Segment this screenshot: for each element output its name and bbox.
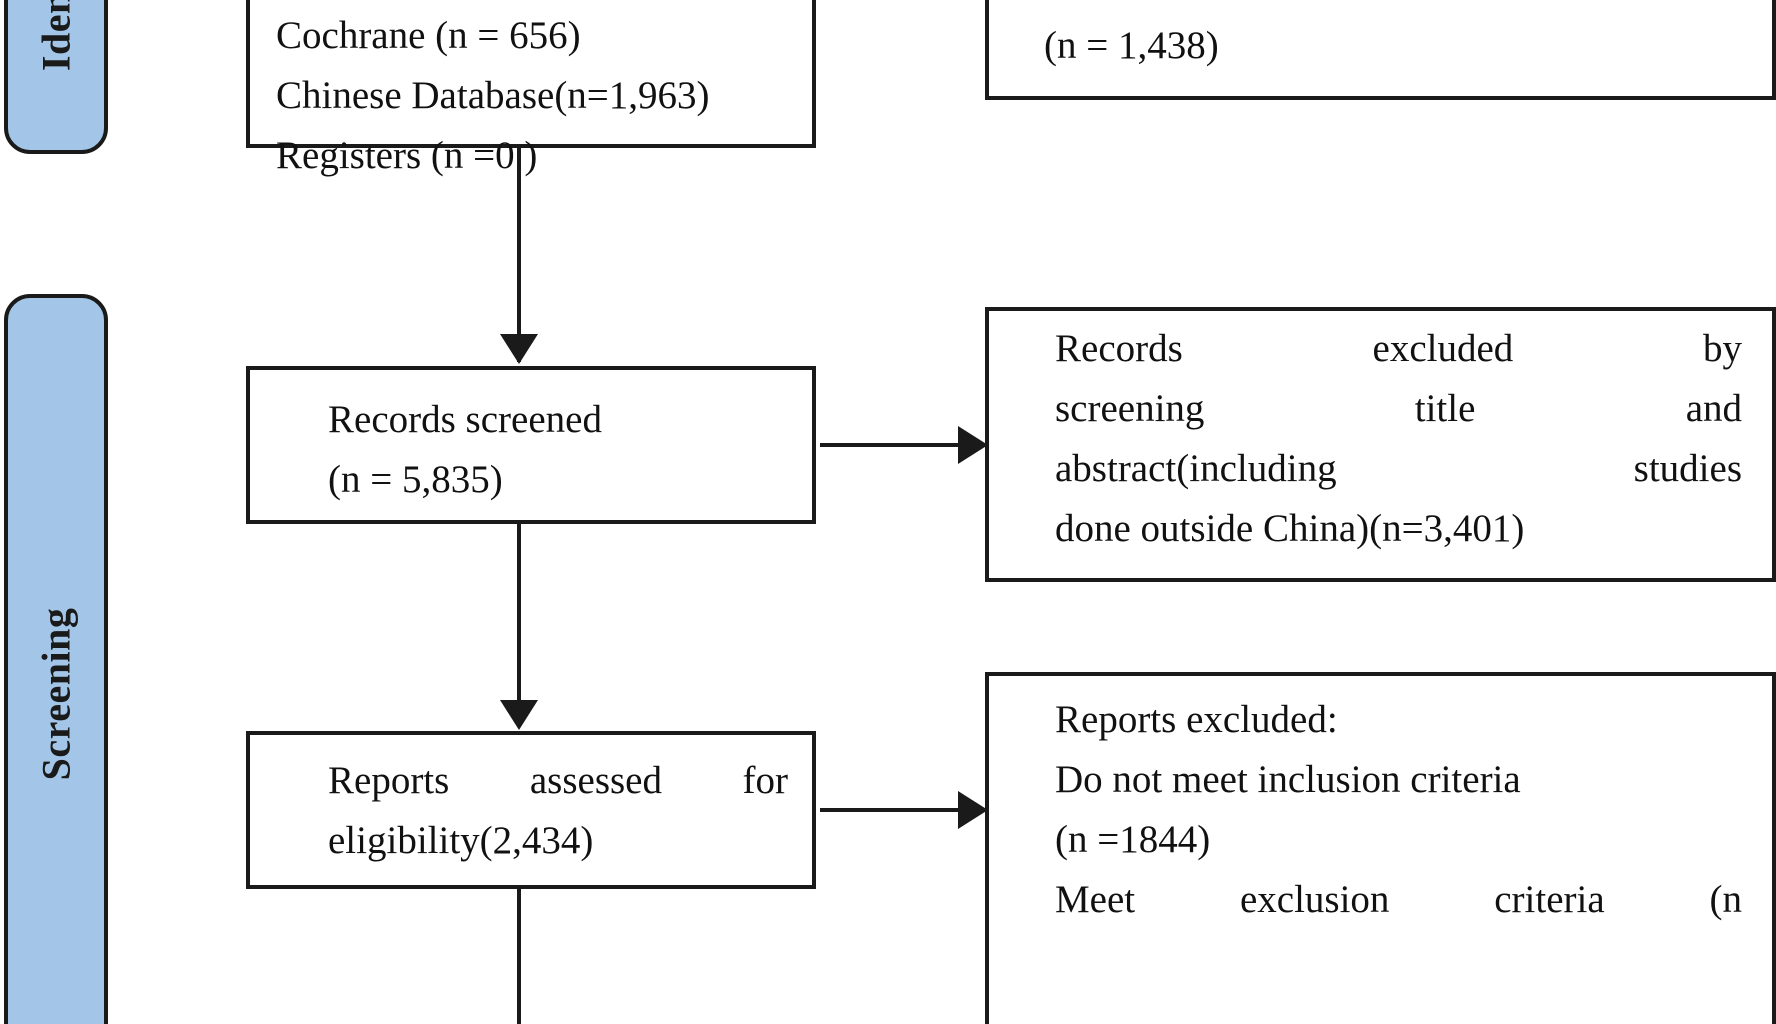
records-identified-line-2: Chinese Database(n=1,963) [276,74,710,117]
connector-screened-to-excluded [820,443,960,447]
reports-assessed-w3: for [742,759,788,802]
records-excluded-w2: excluded [1372,327,1514,370]
records-excluded-line-3: abstract(including studies [1055,439,1742,499]
records-excluded-w7: abstract(including [1055,447,1337,490]
reports-assessed-line-2: eligibility(2,434) [328,819,594,862]
connector-assessed-to-included [517,889,521,1024]
reports-excluded-w4: (n [1709,878,1742,921]
reports-excluded-w1: Meet [1055,878,1136,921]
arrow-screened-to-assessed [500,700,538,730]
records-excluded-w1: Records [1055,327,1183,370]
records-screened-box: Records screened (n = 5,835) [246,366,816,524]
arrow-assessed-to-excluded [958,791,988,829]
reports-excluded-box: Reports excluded: Do not meet inclusion … [985,672,1776,1024]
records-identified-line-1: Cochrane (n = 656) [276,14,581,57]
records-excluded-line-4: done outside China)(n=3,401) [1055,507,1525,550]
records-screened-line-1: Records screened [328,398,602,441]
reports-assessed-box: Reports assessed for eligibility(2,434) [246,731,816,889]
records-excluded-w4: screening [1055,387,1205,430]
stage-bar-screening: Screening [4,294,108,1024]
connector-assessed-to-excluded [820,808,960,812]
records-excluded-w3: by [1702,327,1742,370]
reports-assessed-w1: Reports [328,759,450,802]
reports-excluded-line-2: Do not meet inclusion criteria [1055,758,1521,801]
reports-excluded-w2: exclusion [1239,878,1390,921]
stage-label-screening: Screening [33,607,79,781]
records-identified-box: Cochrane (n = 656) Chinese Database(n=1,… [246,0,816,177]
reports-excluded-line-3: (n =1844) [1055,818,1211,861]
records-excluded-line-1: Records excluded by [1055,319,1742,379]
reports-assessed-w2: assessed [529,759,662,802]
reports-excluded-line-1: Reports excluded: [1055,698,1338,741]
reports-excluded-w3: criteria [1494,878,1605,921]
records-identified-line-3: Registers (n =0 ) [276,134,538,177]
records-excluded-line-2: screening title and [1055,379,1742,439]
records-excluded-w6: and [1685,387,1742,430]
stage-label-identification: Identification [33,0,80,71]
records-removed-box: (n = 1,438) [985,0,1776,100]
connector-screened-to-assessed [517,524,521,704]
connector-identified-to-screened [517,148,521,362]
records-screened-line-2: (n = 5,835) [328,458,503,501]
reports-excluded-line-4: Meet exclusion criteria (n [1055,870,1742,930]
stage-bar-identification: Identification [4,0,108,154]
arrow-identified-to-screened [500,334,538,364]
records-excluded-w5: title [1414,387,1476,430]
records-excluded-box: Records excluded by screening title and … [985,307,1776,582]
arrow-screened-to-excluded [958,426,988,464]
records-removed-line-1: (n = 1,438) [1044,24,1219,67]
reports-assessed-line-1: Reports assessed for [328,751,788,811]
records-excluded-w8: studies [1633,447,1742,490]
